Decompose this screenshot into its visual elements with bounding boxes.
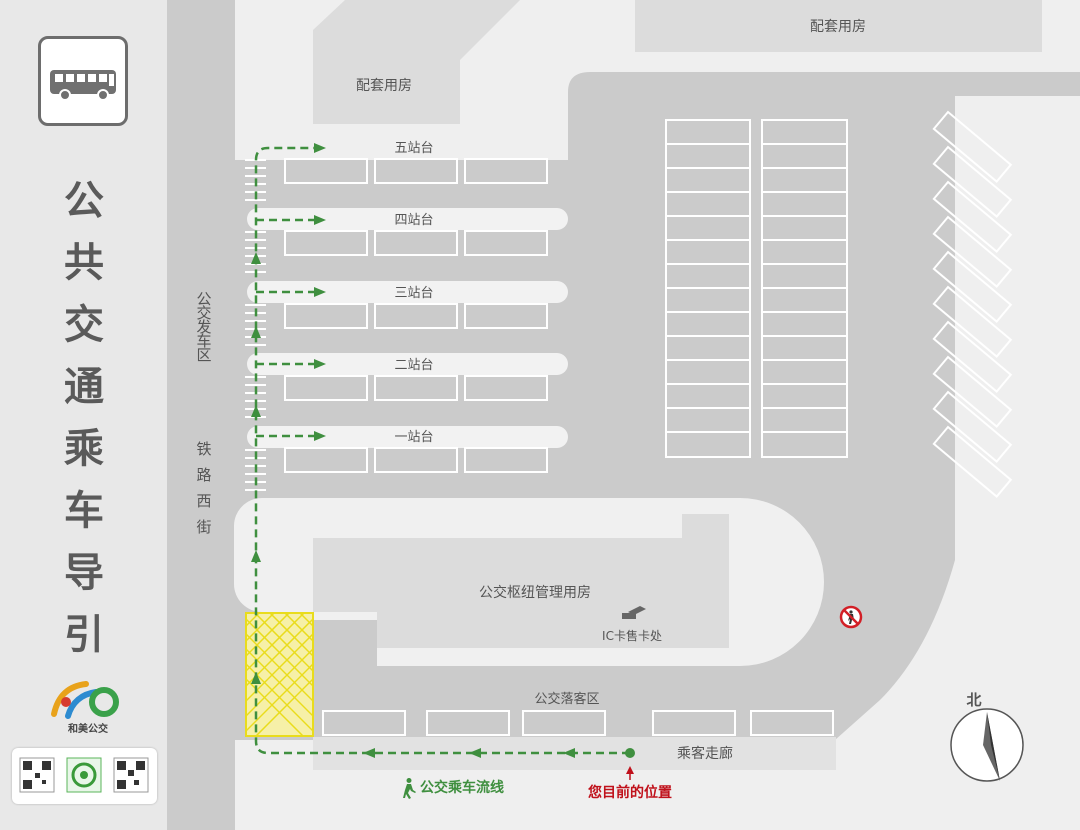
title-char: 导 <box>64 550 104 596</box>
management-building-label: 公交枢纽管理用房 <box>479 584 591 601</box>
parking-grid <box>665 119 848 458</box>
qr-panel <box>12 748 157 804</box>
main-street <box>167 0 235 830</box>
departure-area-label: 公 交 发 车 区 <box>196 290 211 364</box>
you-are-here-marker <box>626 766 634 780</box>
title-char: 交 <box>64 302 104 348</box>
title-char: 公 <box>64 178 104 224</box>
angled-parking <box>932 110 1013 498</box>
ancillary-label-right: 配套用房 <box>810 19 866 35</box>
dropoff-area-label: 公交落客区 <box>534 691 599 707</box>
platform-island <box>247 281 568 303</box>
platform-label: 三站台 <box>394 286 433 301</box>
svg-text:铁: 铁 <box>196 440 211 458</box>
flow-line-legend: 公交乘车流线 <box>420 779 504 796</box>
svg-text:区: 区 <box>196 346 211 364</box>
svg-text:车: 车 <box>196 332 211 350</box>
bus-sign <box>38 36 128 126</box>
qr-code-icon <box>19 757 149 793</box>
svg-text:路: 路 <box>196 466 211 484</box>
street-name-label: 铁 路 西 街 <box>196 440 211 536</box>
vertical-title: 公 共 交 通 乘 车 导 引 <box>58 170 110 666</box>
svg-text:交: 交 <box>196 304 211 322</box>
walking-person-icon <box>403 778 416 799</box>
logo-text: 和美公交 <box>68 724 108 735</box>
ancillary-building-right <box>635 0 1042 52</box>
flow-route <box>254 146 630 755</box>
ancillary-building-left <box>313 0 520 124</box>
title-char: 车 <box>64 488 104 534</box>
start-dot <box>625 748 635 758</box>
logo-graphic <box>51 681 119 719</box>
title-char: 共 <box>64 240 104 286</box>
title-char: 引 <box>64 612 104 658</box>
svg-text:发: 发 <box>196 318 211 336</box>
bus-icon <box>50 70 116 101</box>
card-hand-icon <box>622 606 646 619</box>
svg-text:街: 街 <box>196 518 211 536</box>
svg-text:公: 公 <box>196 290 211 308</box>
flow-arrows <box>251 143 575 758</box>
ic-card-office-label: IC卡售卡处 <box>602 628 662 643</box>
platform-label: 四站台 <box>394 213 433 228</box>
platform-label: 五站台 <box>394 141 433 156</box>
platform-label: 二站台 <box>394 358 433 373</box>
sidebar: 公 共 交 通 乘 车 导 引 和美公交 <box>0 0 167 830</box>
ancillary-label-left: 配套用房 <box>356 78 412 94</box>
corridor-label: 乘客走廊 <box>677 745 733 762</box>
north-label: 北 <box>966 691 981 709</box>
you-are-here-label: 您目前的位置 <box>588 784 672 801</box>
title-char: 乘 <box>64 426 104 472</box>
platform-island <box>247 426 568 448</box>
platform-island <box>247 353 568 375</box>
svg-text:西: 西 <box>196 492 211 510</box>
no-pedestrian-icon <box>839 605 863 629</box>
platform-label: 一站台 <box>394 430 433 445</box>
title-char: 通 <box>64 364 104 410</box>
platform-island <box>247 208 568 230</box>
bus-bays <box>284 158 834 736</box>
compass-icon <box>950 708 1024 782</box>
